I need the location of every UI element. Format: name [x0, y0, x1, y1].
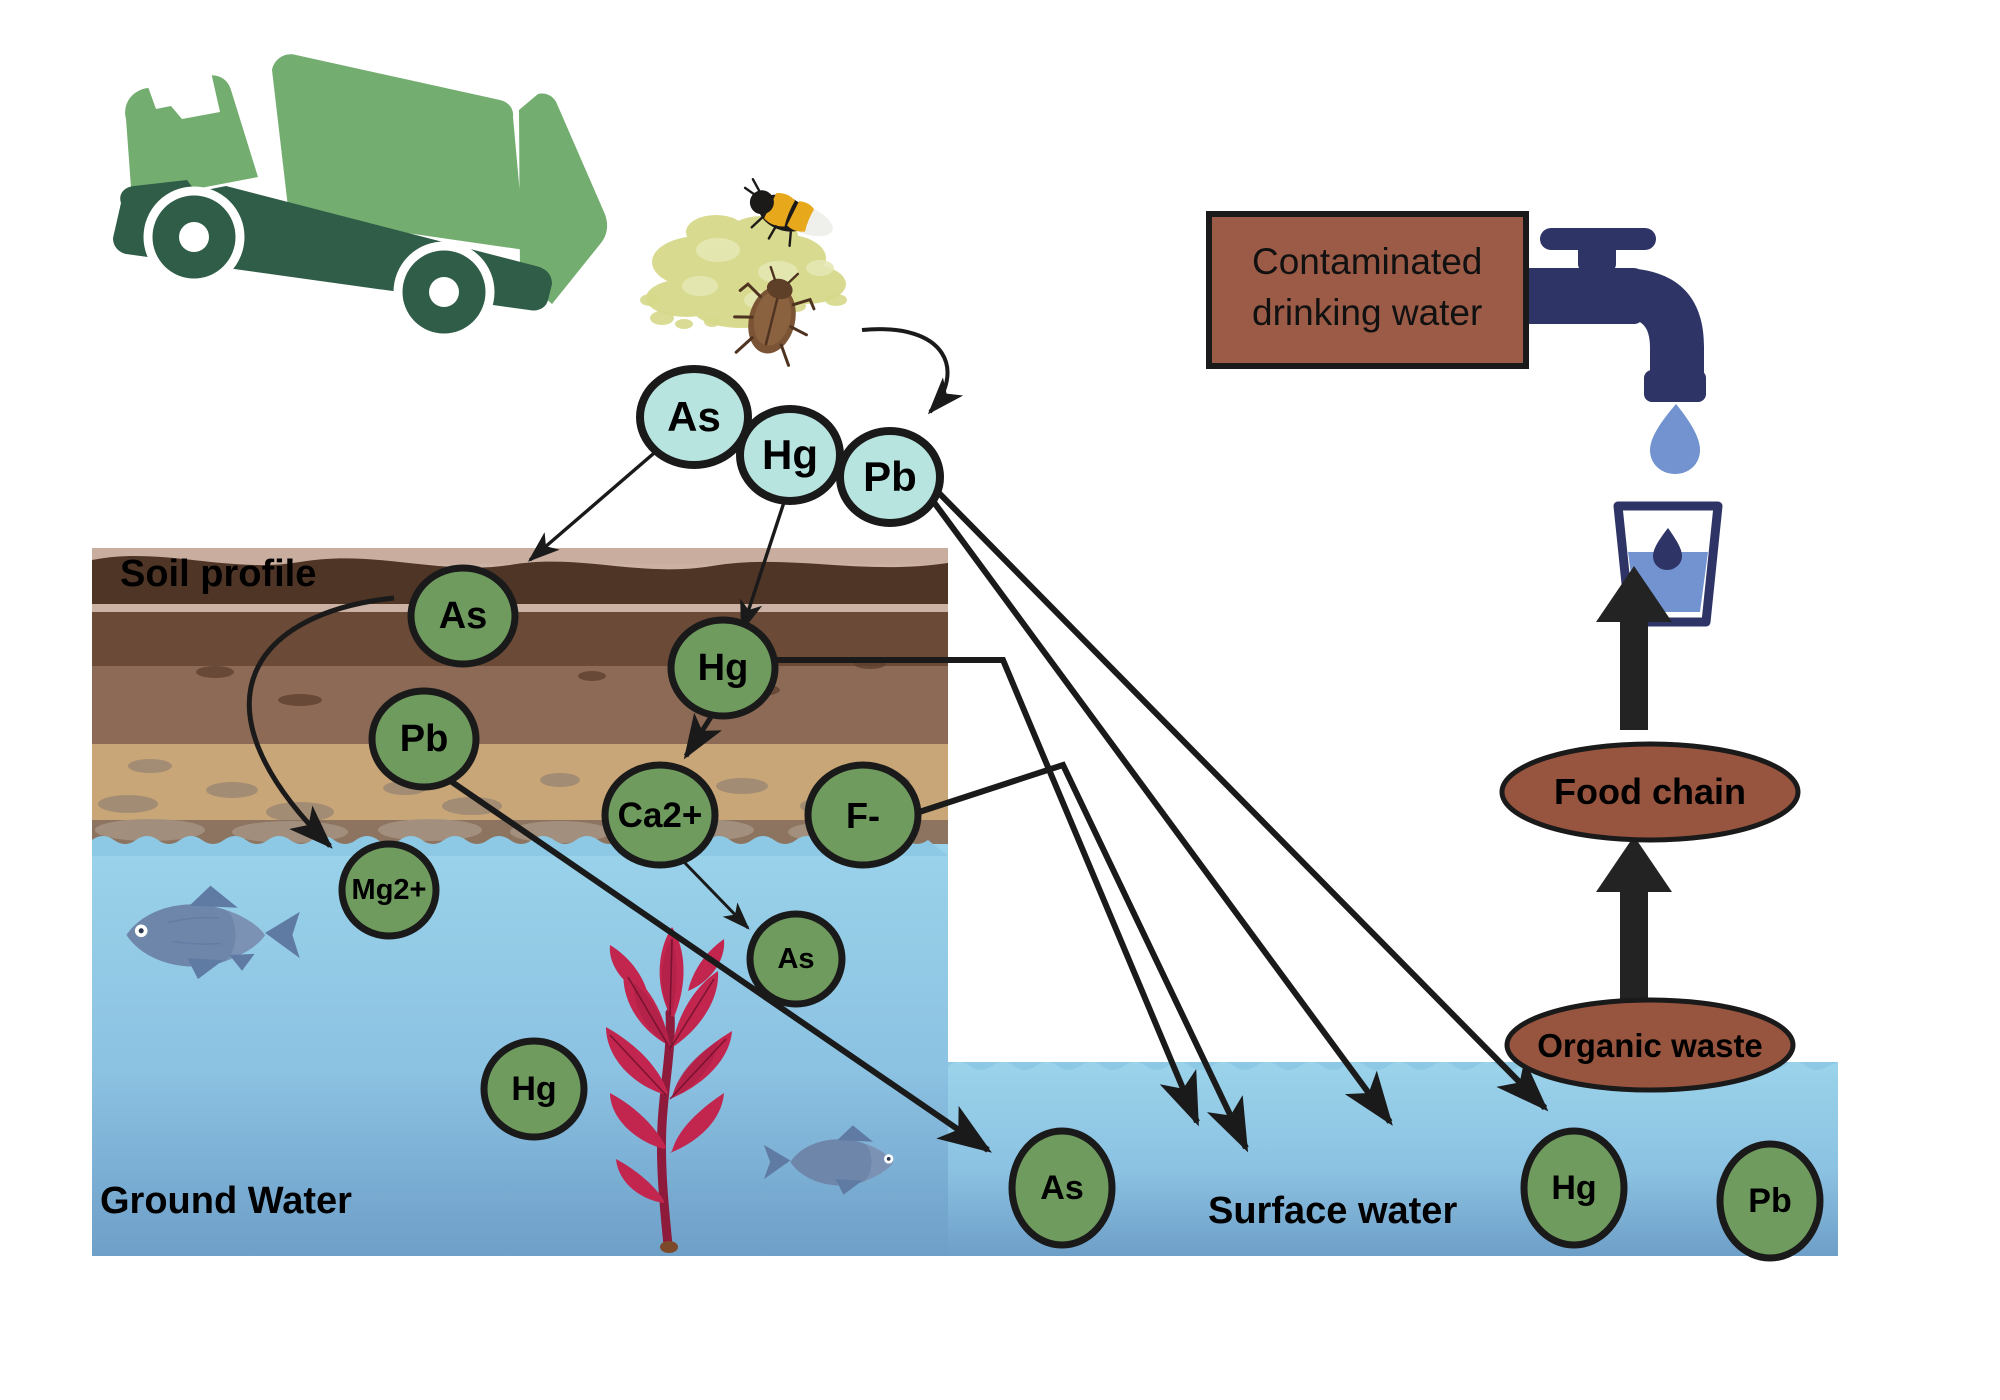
contaminated-drinking-water-line1: Contaminated	[1252, 241, 1483, 282]
truck-wheel-rear	[393, 241, 495, 343]
organic-waste-ellipse[interactable]	[1504, 997, 1796, 1093]
arrow-soilF-to-surfacewater	[909, 761, 1249, 1153]
arrow-soilPb-to-swAs	[418, 757, 992, 1153]
soil-node-as[interactable]	[407, 564, 519, 668]
arrow-srcPb-to-organicwaste-water	[933, 487, 1549, 1112]
soil-node-ca[interactable]	[601, 761, 719, 869]
garbage-truck-icon	[113, 54, 608, 343]
arrow-waste-to-pb	[861, 327, 964, 415]
fish-icon	[126, 885, 300, 980]
source-node-hg[interactable]	[736, 405, 844, 505]
contaminated-drinking-water-line2: drinking water	[1252, 292, 1483, 333]
groundwater-node-hg[interactable]	[480, 1037, 588, 1141]
fish-icon	[763, 1125, 894, 1195]
groundwater-node-as[interactable]	[746, 910, 846, 1008]
block-arrow-foodchain-to-drinkingwater	[1596, 566, 1672, 730]
arrow-ca-to-gwAs	[682, 860, 750, 930]
beetle-icon	[733, 265, 816, 367]
surfacewater-node-as[interactable]	[1008, 1127, 1116, 1249]
block-arrow-organicwaste-to-foodchain	[1596, 836, 1672, 1000]
arrow-soilprofile-to-mg	[247, 595, 395, 849]
groundwater-node-mg[interactable]	[338, 840, 440, 940]
arrow-soilHg-to-surfacewater	[762, 657, 1200, 1127]
faucet-icon	[1520, 228, 1706, 474]
surface-water-label: Surface water	[1208, 1190, 1458, 1232]
truck-wheel-front	[143, 186, 245, 288]
food-chain-ellipse[interactable]	[1499, 741, 1801, 843]
soil-node-hg[interactable]	[667, 616, 779, 720]
bee-icon	[743, 178, 833, 248]
ground-water-label: Ground Water	[100, 1180, 352, 1222]
source-node-as[interactable]	[636, 365, 752, 469]
waste-pile-icon	[640, 215, 847, 329]
surfacewater-node-pb[interactable]	[1716, 1140, 1824, 1262]
soil-node-f[interactable]	[804, 761, 922, 869]
arrow-srcHg-to-soilHg	[740, 483, 792, 633]
contaminated-drinking-water-box[interactable]	[1206, 211, 1529, 369]
seaweed-icon	[606, 927, 732, 1253]
arrow-srcAs-to-soil	[527, 446, 662, 562]
soil-node-pb[interactable]	[368, 687, 480, 791]
surfacewater-node-hg[interactable]	[1520, 1127, 1628, 1249]
arrow-srcPb-to-surfacewater	[919, 484, 1393, 1126]
soil-profile-label: Soil profile	[120, 553, 317, 595]
source-node-pb[interactable]	[836, 427, 944, 527]
